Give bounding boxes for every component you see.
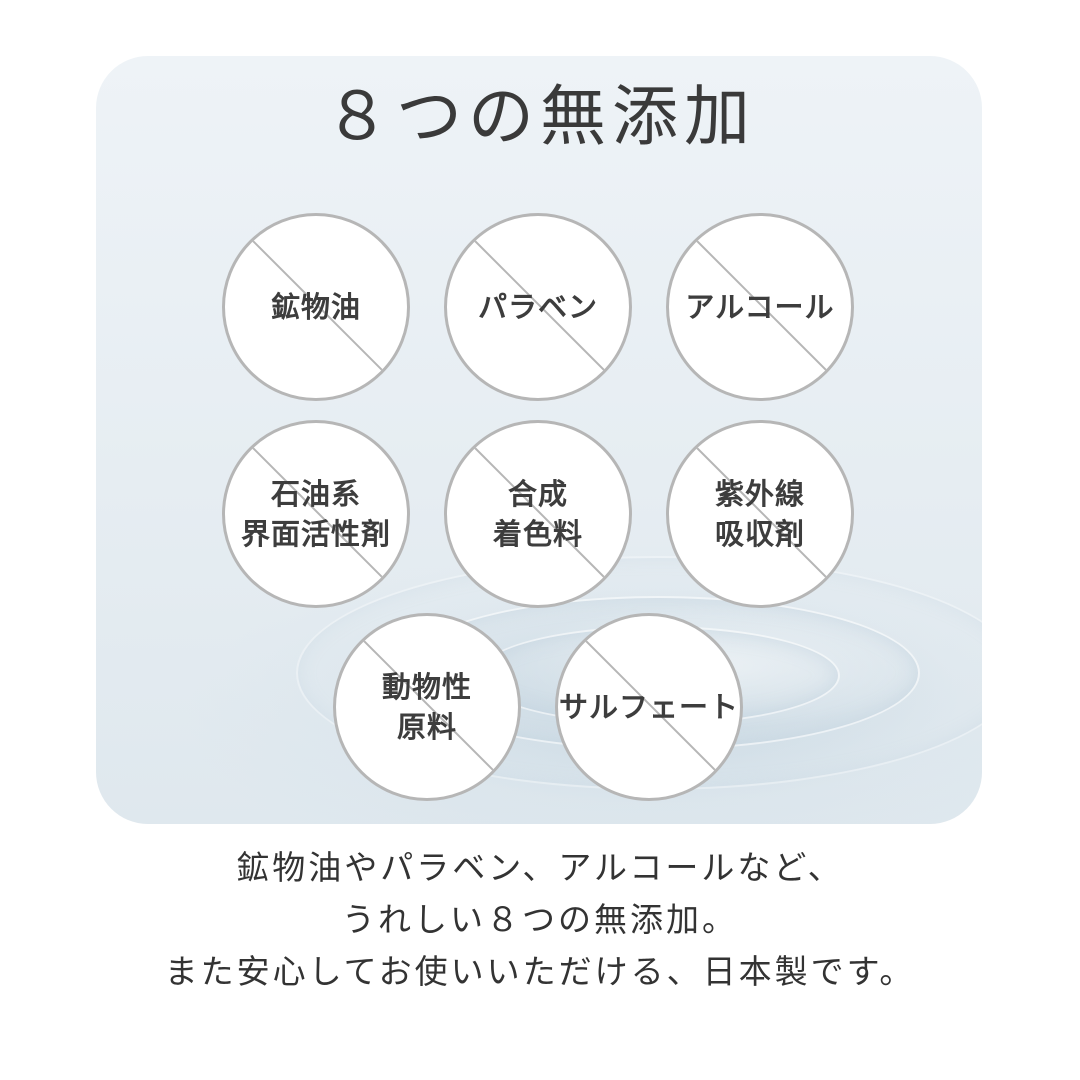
additive-free-badge-mineral-oil: 鉱物油 xyxy=(222,213,410,401)
badge-label: パラベン xyxy=(477,290,598,324)
additive-free-badge-petroleum-surfactant: 石油系 界面活性剤 xyxy=(222,420,410,608)
additive-free-badge-alcohol: アルコール xyxy=(666,213,854,401)
caption-line-1: 鉱物油やパラベン、アルコールなど、 xyxy=(236,848,844,887)
caption-line-3: また安心してお使いいただける、日本製です。 xyxy=(164,952,916,991)
additive-free-badge-uv-absorber: 紫外線 吸収剤 xyxy=(666,420,854,608)
badge-label: 合成 着色料 xyxy=(492,477,583,551)
badge-label: アルコール xyxy=(685,290,835,324)
badge-label: 動物性 原料 xyxy=(381,670,472,744)
additive-free-badge-paraben: パラベン xyxy=(444,213,632,401)
page-title: ８つの無添加 xyxy=(324,78,756,155)
badge-label: 石油系 界面活性剤 xyxy=(240,477,391,551)
additive-free-badge-synthetic-colorant: 合成 着色料 xyxy=(444,420,632,608)
caption-line-2: うれしい８つの無添加。 xyxy=(342,900,738,939)
description-caption: 鉱物油やパラベン、アルコールなど、 うれしい８つの無添加。 また安心してお使いい… xyxy=(0,842,1080,998)
badge-label: サルフェート xyxy=(558,690,739,724)
badge-label: 紫外線 吸収剤 xyxy=(714,477,805,551)
badge-label: 鉱物油 xyxy=(270,290,361,324)
additive-free-badge-sulfate: サルフェート xyxy=(555,613,743,801)
additive-free-badge-animal-ingredients: 動物性 原料 xyxy=(333,613,521,801)
